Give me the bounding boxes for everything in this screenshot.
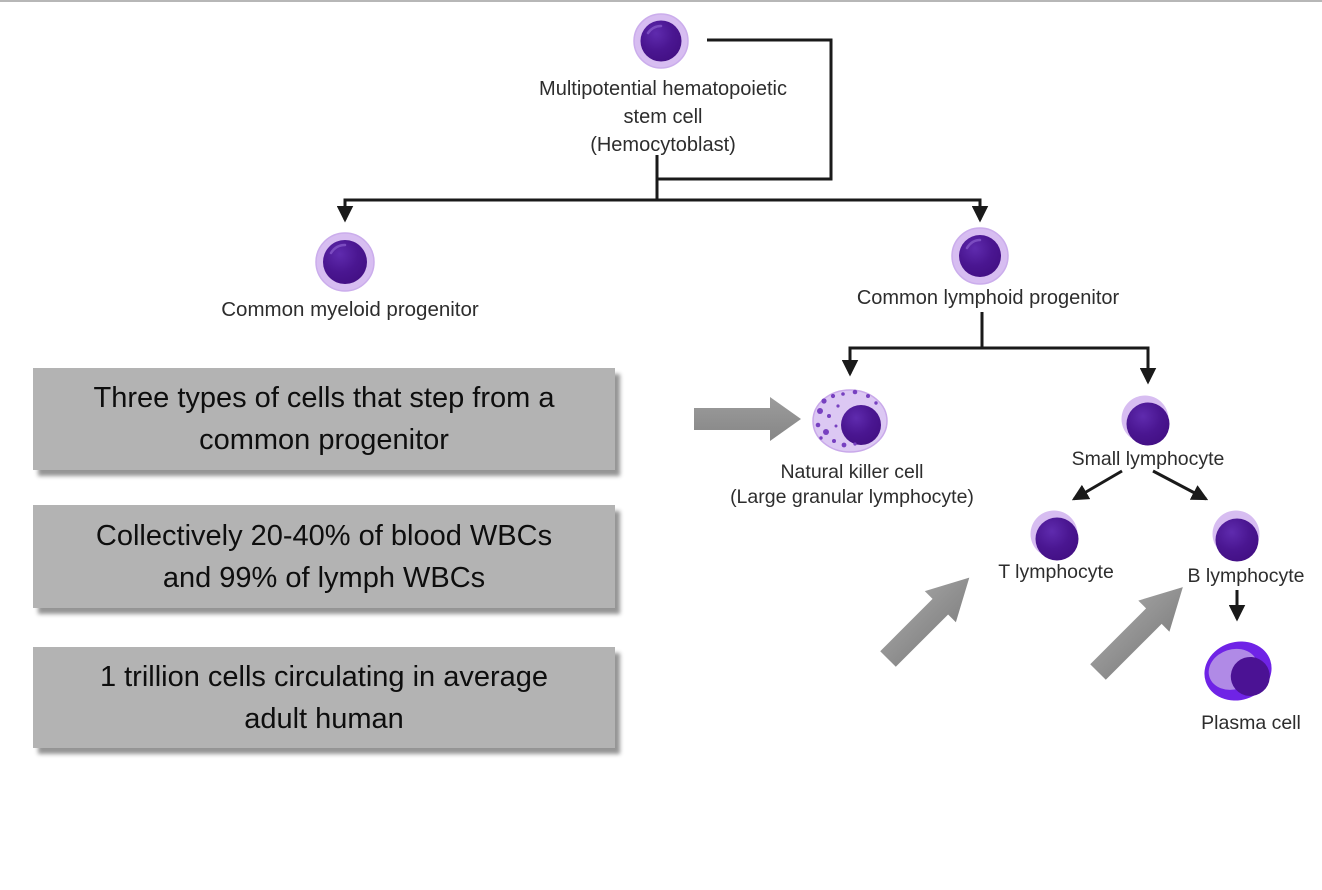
natural-killer-label-line1: Natural killer cell [780,461,924,483]
plasma-cell-label: Plasma cell [1201,712,1301,734]
stem-cell-label: Multipotential hematopoietic stem cell (… [503,75,823,159]
b-lymphocyte-cell-icon [1212,510,1260,562]
pointer-arrow-t-icon [880,577,970,667]
stem-cell-label-line3: (Hemocytoblast) [590,134,736,156]
pointer-arrow-nk-icon [694,397,801,441]
natural-killer-label-line2: (Large granular lymphocyte) [730,486,974,508]
nk-granules [815,389,878,448]
note-box-trillion-line1: 1 trillion cells circulating in average [99,660,549,693]
lymphoid-progenitor-cell-icon [951,227,1009,285]
connector-root-loop [657,38,833,181]
note-box-trillion: 1 trillion cells circulating in average … [33,647,615,748]
connector-lines [336,38,1246,622]
stem-cell-icon [633,13,689,69]
note-box-progenitor: Three types of cells that step from a co… [33,368,615,470]
lymphoid-progenitor-label: Common lymphoid progenitor [856,287,1120,309]
natural-killer-label: Natural killer cell (Large granular lymp… [692,460,1012,510]
pointer-arrow-b-icon [1090,587,1183,680]
note-box-progenitor-line2: common progenitor [199,424,449,456]
note-box-percentage-line2: and 99% of lymph WBCs [162,561,486,594]
b-lymphocyte-label: B lymphocyte [1187,565,1305,587]
myeloid-progenitor-label: Common myeloid progenitor [221,298,479,321]
slide-top-border [0,0,1322,2]
small-lymphocyte-label: Small lymphocyte [1071,448,1225,470]
note-box-percentage-line1: Collectively 20-40% of blood WBCs [95,519,553,552]
stem-cell-label-line2: stem cell [623,106,703,128]
note-box-percentage: Collectively 20-40% of blood WBCs and 99… [33,505,615,608]
arrow-to-b-lymphocyte [1152,469,1209,501]
cell-icons [315,13,1272,701]
pointer-arrows [694,397,1183,680]
myeloid-progenitor-cell-icon [315,232,375,292]
stem-cell-label-line1: Multipotential hematopoietic [539,78,787,100]
small-lymphocyte-cell-icon [1121,395,1170,446]
plasma-cell-icon [1204,641,1272,701]
natural-killer-cell-icon [812,389,888,453]
note-box-trillion-line2: adult human [244,702,404,735]
t-lymphocyte-cell-icon [1030,510,1079,561]
arrow-to-t-lymphocyte [1071,469,1123,501]
note-box-progenitor-line1: Three types of cells that step from a [93,382,555,414]
t-lymphocyte-label: T lymphocyte [998,561,1114,583]
